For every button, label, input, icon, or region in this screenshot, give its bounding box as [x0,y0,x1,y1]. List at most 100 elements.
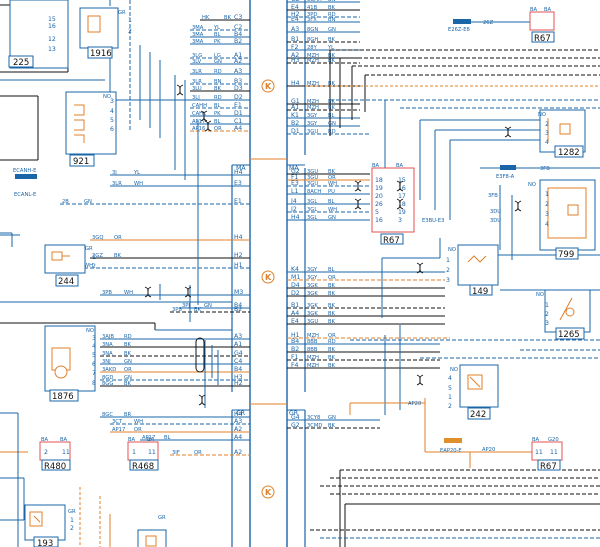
right-wire-label: 3GL [307,207,317,213]
component-799[interactable]: NO 1 2 3 4 799 [528,179,596,260]
left-wire-color: BK [124,381,132,387]
left-connector-name-ma: MA [236,165,246,172]
component-149[interactable]: NO 1 2 3 149 [446,244,499,297]
left-wire-color: LG [214,53,221,59]
right-pin-label: B1 [291,36,299,43]
left-wire-label: AP17 [192,119,205,125]
left-wire-color: OR [214,126,222,132]
component-242[interactable]: NO 4 5 1 2 242 [448,364,499,420]
right-wire-label: 3GY [307,267,318,273]
component-921[interactable]: NO 3 4 5 6 921 [65,91,117,167]
right-wire-label: 8GN [307,27,318,33]
svg-text:4: 4 [545,139,549,146]
svg-text:4: 4 [448,375,452,382]
right-wire-label: 3GK [307,303,318,309]
left-pin-label: B4 [234,31,242,38]
svg-text:R67: R67 [534,34,551,44]
component-1282[interactable]: NO 2 3 4 1282 [538,109,586,158]
component-r480[interactable]: BA BA 2 11 R480 [39,437,71,472]
svg-text:GR: GR [158,515,166,521]
svg-text:2: 2 [92,263,96,270]
component-225[interactable]: 15 16 12 13 225 [8,0,69,69]
component-193[interactable]: GR 1 2 193 [24,504,76,547]
component-1876[interactable]: NO 3 4 5 6 7 8 1876 [44,325,96,402]
left-wire-label: 3LJ [192,95,200,101]
svg-text:5: 5 [92,352,96,359]
left-wire-label: 3AKD [102,367,116,373]
component-1916[interactable]: GR 1 2 1916 [79,7,132,59]
left-pin-label: H2 [234,380,243,387]
right-wire-color: BK [328,363,336,369]
left-pin-label: D3 [234,85,243,92]
left-wire-color: RD [124,334,132,340]
left-wire-color: YL [213,25,220,31]
svg-text:8: 8 [92,380,96,387]
left-pin-label: A1 [234,52,242,59]
right-wire-label: 3GY [307,275,318,281]
left-wire-label: 3LR [192,79,202,85]
right-wire-color: BK [328,355,336,361]
svg-text:5: 5 [110,117,114,124]
svg-text:ECANH-E: ECANH-E [13,168,36,174]
left-pin-label: A4 [234,125,242,132]
svg-text:AP20: AP20 [482,447,495,453]
right-routing [305,21,600,547]
splice-eap20-e: EAP20-E [440,438,462,454]
left-pin-label: B2 [234,306,242,313]
svg-text:2: 2 [70,525,74,532]
component-r67-top[interactable]: BA BA R67 [529,7,555,44]
right-wire-label: 3FX [307,17,317,23]
right-wire-color: WH [328,181,337,187]
component-1265[interactable]: NO 1 2 3 1265 [536,289,591,340]
svg-text:5: 5 [375,209,379,216]
svg-text:1: 1 [128,17,132,24]
svg-text:1: 1 [545,302,549,309]
component-r468[interactable]: BA BA 1 11 R468 [127,437,159,472]
svg-text:2: 2 [545,121,549,128]
svg-text:BA: BA [532,437,540,443]
component-unlabeled-square[interactable]: GR [137,515,167,547]
component-r67-center[interactable]: BA BA 18 19 20 26 5 16 15 16 17 18 19 3 … [371,163,415,246]
right-pin-label: G2 [291,422,300,429]
left-pin-label: A3 [234,68,242,75]
right-pin-label: K1 [291,112,299,119]
left-pin-label: A3 [234,418,242,425]
right-pin-label: H4 [291,214,300,221]
left-wire-label: 3PB [172,307,182,313]
svg-text:3: 3 [545,130,549,137]
svg-text:18: 18 [375,177,383,184]
svg-text:1876: 1876 [52,392,74,402]
right-pin-label: B4 [291,338,299,345]
svg-text:3: 3 [545,211,549,218]
svg-text:15: 15 [398,177,406,184]
right-pin-label: B2 [291,120,299,127]
right-wire-color: BK [328,291,336,297]
left-wire-label: 3NA [102,351,113,357]
component-r67-bottom[interactable]: BA G20 11 11 R67 [531,437,563,472]
twist-marker [354,198,362,210]
right-wire-label: MZH [307,355,319,361]
left-wire-color: BR [124,412,132,418]
svg-text:1: 1 [448,394,452,401]
svg-text:NO: NO [450,367,458,373]
right-wire-label: 3GL [307,215,317,221]
svg-text:4: 4 [545,221,549,228]
left-wire-color: BK [124,342,132,348]
twist-marker [416,262,424,274]
left-wire-label: 2B [62,199,69,205]
right-wire-color: YL [327,45,334,51]
right-wire-label: 3GAH [307,0,322,3]
right-wire-label: 8ACH [307,189,321,195]
splice-e3bu-e3: E3BU-E3 [422,218,444,224]
component-244[interactable]: GR 1 2 244 [44,244,96,287]
right-wire-label: 3GY [307,121,318,127]
left-pin-label: D2 [234,94,243,101]
left-wire-label: 8GC [102,412,113,418]
svg-text:3: 3 [92,335,96,342]
right-wire-color: BK [328,5,336,11]
left-pin-label: H4 [234,234,243,241]
svg-text:242: 242 [470,410,486,420]
left-pin-label: C1 [234,118,242,125]
left-pin-label: B4 [234,366,242,373]
